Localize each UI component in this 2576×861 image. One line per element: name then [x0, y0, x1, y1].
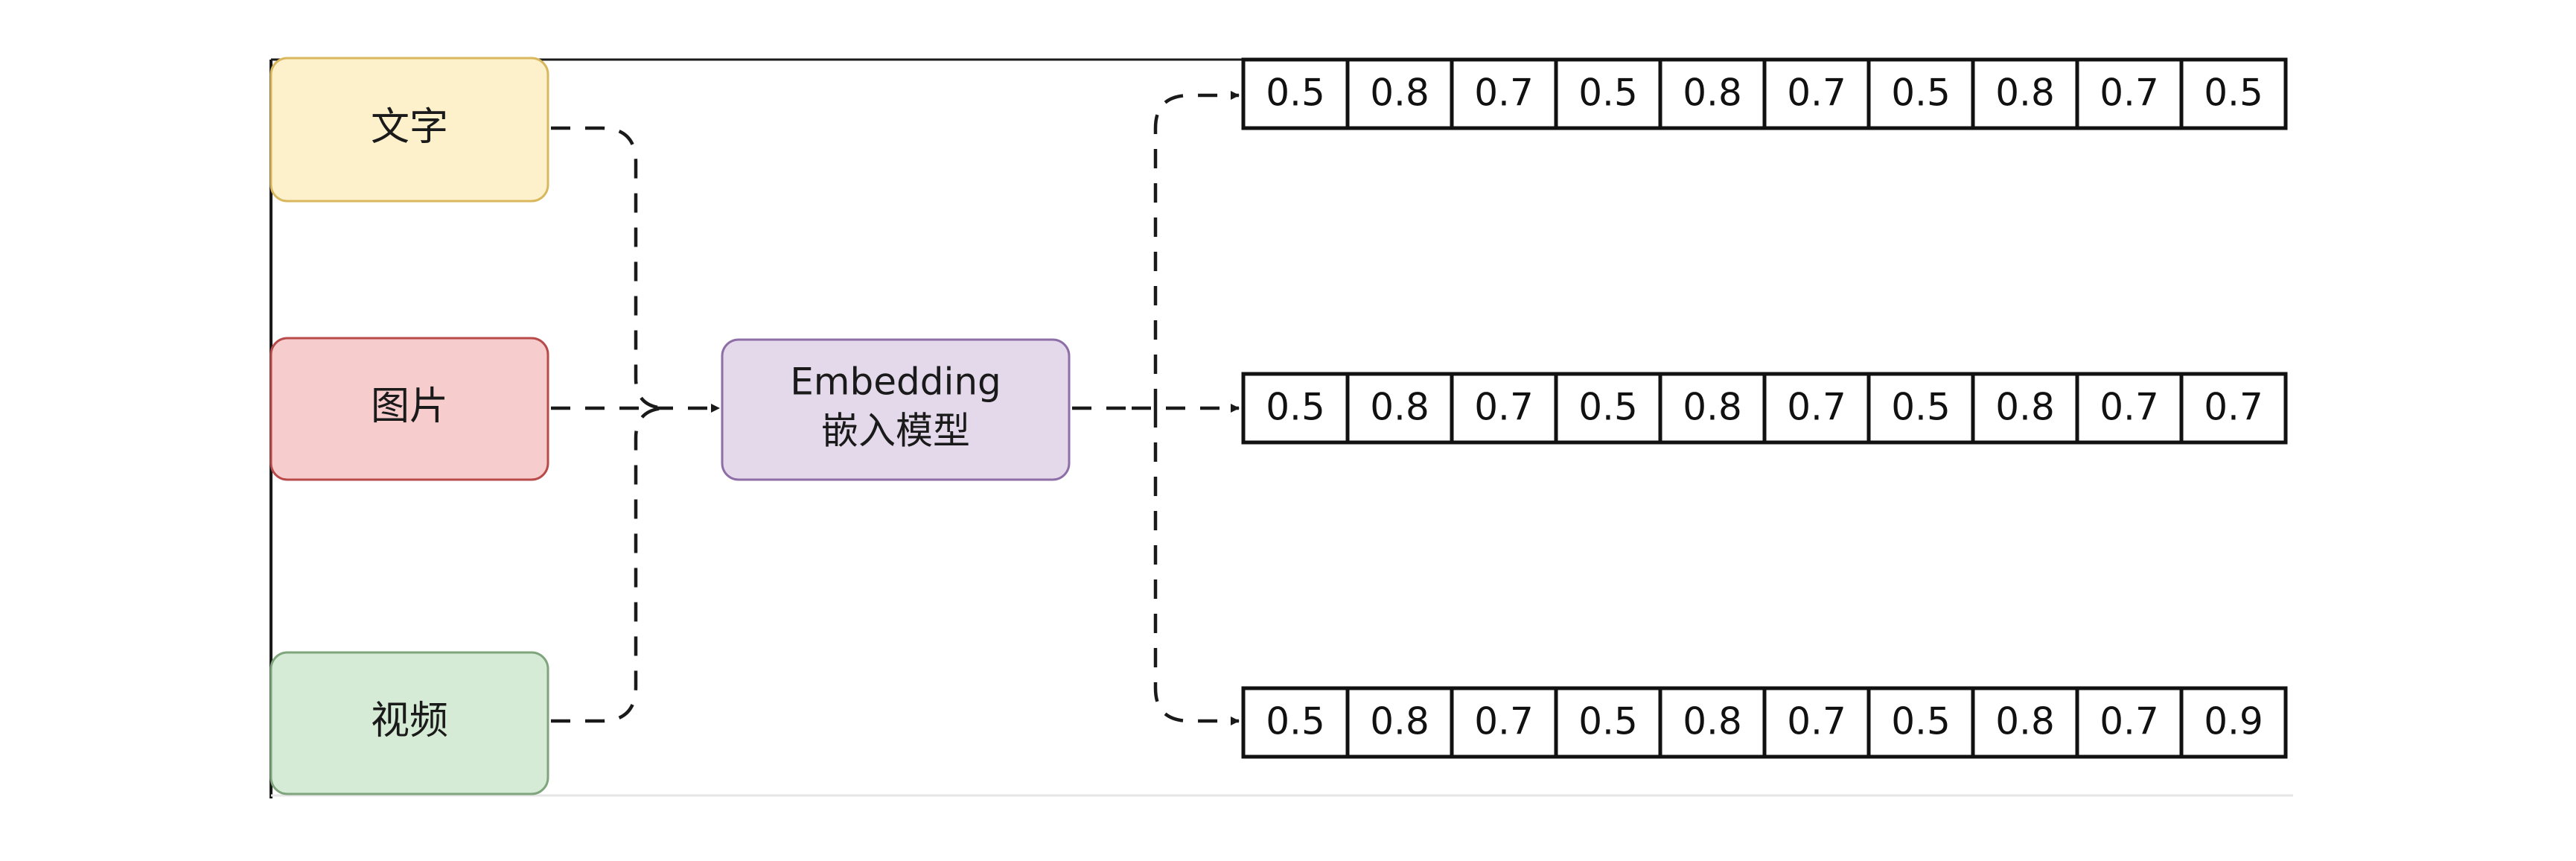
model-label-en: Embedding	[790, 360, 1001, 404]
connector-model-to-vector-3	[1153, 408, 1240, 725]
input-label-text: 文字	[371, 105, 448, 150]
vector-cell-value: 0.5	[1266, 72, 1325, 115]
vector-cell-value: 0.7	[2100, 700, 2159, 743]
vector-cell-value: 0.7	[2100, 386, 2159, 429]
vector-cell	[2179, 686, 2288, 759]
vector-3: 0.5 0.8 0.7 0.5 0.8 0.7 0.5 0.8 0.7 0.9	[1241, 686, 2288, 759]
vector-cell	[2179, 57, 2288, 130]
vector-cell-value: 0.8	[1995, 72, 2055, 115]
vector-cell-value: 0.5	[2204, 72, 2263, 115]
vector-cell	[1762, 686, 1871, 759]
vector-cell-value: 0.8	[1683, 386, 1742, 429]
vector-cell	[1866, 57, 1975, 130]
vector-cell	[1241, 686, 1350, 759]
vector-cell	[2075, 57, 2184, 130]
vector-cell	[1658, 372, 1767, 445]
vector-cell-value: 0.5	[1891, 72, 1951, 115]
vector-cell	[1866, 686, 1975, 759]
connector-model-to-vector-1	[1153, 91, 1240, 408]
vector-cell-value: 0.5	[1266, 386, 1325, 429]
vector-cell	[1450, 57, 1558, 130]
vector-cell-value: 0.8	[1995, 386, 2055, 429]
vector-cell	[2179, 372, 2288, 445]
vector-cell-value: 0.7	[2204, 386, 2263, 429]
input-node-video: 视频	[270, 651, 549, 795]
input-node-image: 图片	[270, 337, 549, 481]
vector-2: 0.5 0.8 0.7 0.5 0.8 0.7 0.5 0.8 0.7 0.7	[1241, 372, 2288, 445]
vector-cell	[1554, 686, 1662, 759]
vector-cell-value: 0.7	[1474, 72, 1534, 115]
vector-cell-value: 0.5	[1578, 700, 1638, 743]
vector-cell-value: 0.5	[1891, 386, 1951, 429]
embedding-model-node: Embedding 嵌入模型	[721, 338, 1071, 481]
vector-cell-value: 0.7	[1474, 386, 1534, 429]
vector-cell	[1241, 57, 1350, 130]
vector-cell	[1658, 686, 1767, 759]
vector-1: 0.5 0.8 0.7 0.5 0.8 0.7 0.5 0.8 0.7 0.5	[1241, 57, 2288, 130]
vector-cell-value: 0.5	[1578, 72, 1638, 115]
vector-cell-value: 0.8	[1370, 72, 1429, 115]
input-label-video: 视频	[371, 699, 448, 743]
input-node-text: 文字	[270, 57, 549, 203]
vector-cell-value: 0.8	[1683, 72, 1742, 115]
vector-cell	[1971, 57, 2079, 130]
vector-cell-value: 0.8	[1370, 700, 1429, 743]
vector-cell-value: 0.8	[1995, 700, 2055, 743]
vector-cell-value: 0.8	[1370, 386, 1429, 429]
vector-cell-value: 0.8	[1683, 700, 1742, 743]
model-label-zh: 嵌入模型	[821, 410, 970, 453]
vector-cell-value: 0.5	[1266, 700, 1325, 743]
vector-cell-value: 0.7	[1787, 700, 1846, 743]
vector-cell-value: 0.7	[1474, 700, 1534, 743]
connector-text-to-model	[551, 126, 668, 410]
vector-cell-value: 0.9	[2204, 700, 2263, 743]
vector-cell	[2075, 372, 2184, 445]
vector-cell-value: 0.7	[1787, 72, 1846, 115]
vector-cell	[1762, 372, 1871, 445]
input-label-image: 图片	[371, 384, 448, 429]
vector-cell	[1971, 372, 2079, 445]
connector-video-to-model	[551, 406, 668, 723]
vector-cell	[1345, 686, 1454, 759]
vector-cell-value: 0.7	[2100, 72, 2159, 115]
vector-cell-value: 0.5	[1578, 386, 1638, 429]
vector-cell-value: 0.5	[1891, 700, 1951, 743]
vector-cell-value: 0.7	[1787, 386, 1846, 429]
